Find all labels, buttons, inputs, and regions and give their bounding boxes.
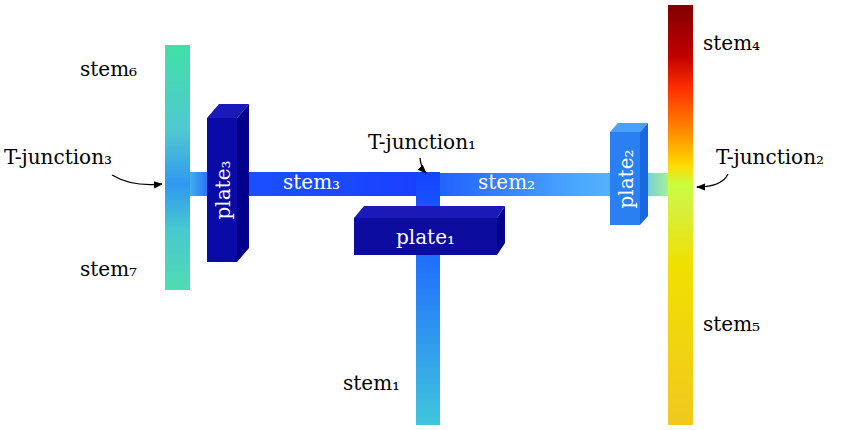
part-label: stem₃ (283, 171, 340, 194)
leader-line (697, 174, 728, 187)
part-label: stem₆ (80, 58, 137, 81)
part-label: stem₁ (343, 372, 400, 395)
plate-box: plate₃ (207, 118, 237, 262)
plate-side-face (497, 206, 505, 255)
plate-box: plate₂ (610, 132, 640, 225)
vertical-stem (165, 45, 190, 290)
plate-box: plate₁ (354, 218, 497, 255)
part-label: T-junction₁ (368, 131, 476, 154)
part-label: stem₄ (703, 32, 760, 55)
part-label: T-junction₂ (716, 146, 824, 169)
plate-label: plate₃ (211, 160, 233, 219)
leader-line (420, 158, 426, 173)
plate-label: plate₂ (614, 149, 636, 208)
vertical-stem (668, 5, 693, 425)
leader-line (112, 175, 162, 185)
plate-top-face (354, 206, 505, 218)
part-label: T-junction₃ (4, 146, 112, 169)
part-label: stem₅ (703, 313, 760, 336)
plate-label: plate₁ (396, 226, 455, 248)
part-label: stem₂ (478, 171, 535, 194)
plate-side-face (237, 104, 249, 262)
part-label: stem₇ (80, 258, 137, 281)
plate-side-face (640, 123, 648, 225)
